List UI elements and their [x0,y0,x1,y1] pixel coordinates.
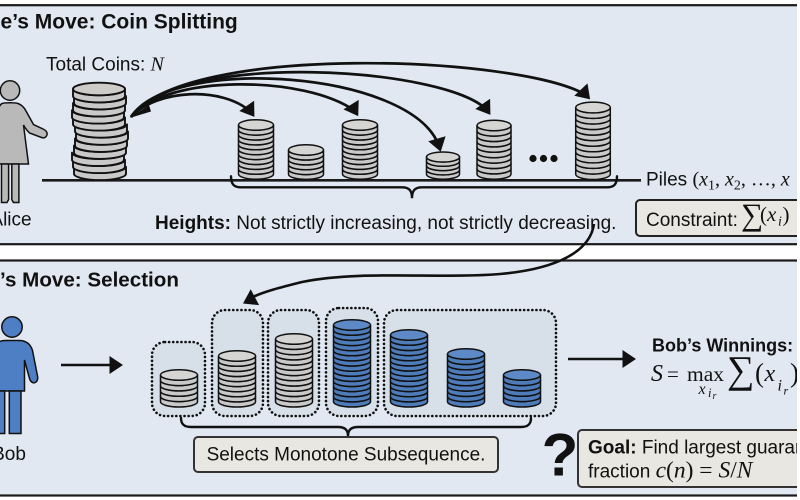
svg-text:max: max [687,362,724,386]
svg-text:(: ( [755,358,764,388]
svg-text:Alice’s Move: Coin Splitting: Alice’s Move: Coin Splitting [0,11,238,34]
svg-text:i: i [778,215,782,230]
svg-text:r: r [713,391,717,402]
svg-text:Piles (x1, x2, …, x: Piles (x1, x2, …, x [646,169,790,194]
svg-text:Constraint:: Constraint: [646,210,738,231]
svg-text:x: x [698,381,706,398]
svg-text:∑: ∑ [741,197,763,232]
svg-text:Bob: Bob [0,444,26,465]
svg-text:x: x [764,361,776,387]
svg-text:r: r [784,384,789,398]
svg-text:i: i [708,386,712,400]
svg-text:Total Coins: N: Total Coins: N [46,54,166,76]
svg-text:(: ( [760,203,767,227]
svg-text:Goal: Find largest guaranteed: Goal: Find largest guaranteed [588,438,800,459]
svg-text:fraction c(n) = S/N: fraction c(n) = S/N [588,458,754,484]
svg-text:): ) [790,358,799,388]
svg-text:S: S [651,361,663,387]
svg-text:Bob’s Winnings:: Bob’s Winnings: [652,336,793,356]
svg-text:∑: ∑ [727,350,754,392]
svg-text:i: i [778,378,782,395]
svg-text:=: = [667,362,679,386]
svg-text:Heights: Not strictly increasi: Heights: Not strictly increasing, not st… [155,213,616,234]
svg-text:Bob’s Move: Selection: Bob’s Move: Selection [0,269,179,292]
svg-text:?: ? [542,422,579,489]
svg-text:): ) [783,203,790,227]
svg-text:Alice: Alice [0,210,32,231]
svg-text:Selects Monotone Subsequence.: Selects Monotone Subsequence. [207,445,486,466]
svg-text:x: x [766,202,777,226]
